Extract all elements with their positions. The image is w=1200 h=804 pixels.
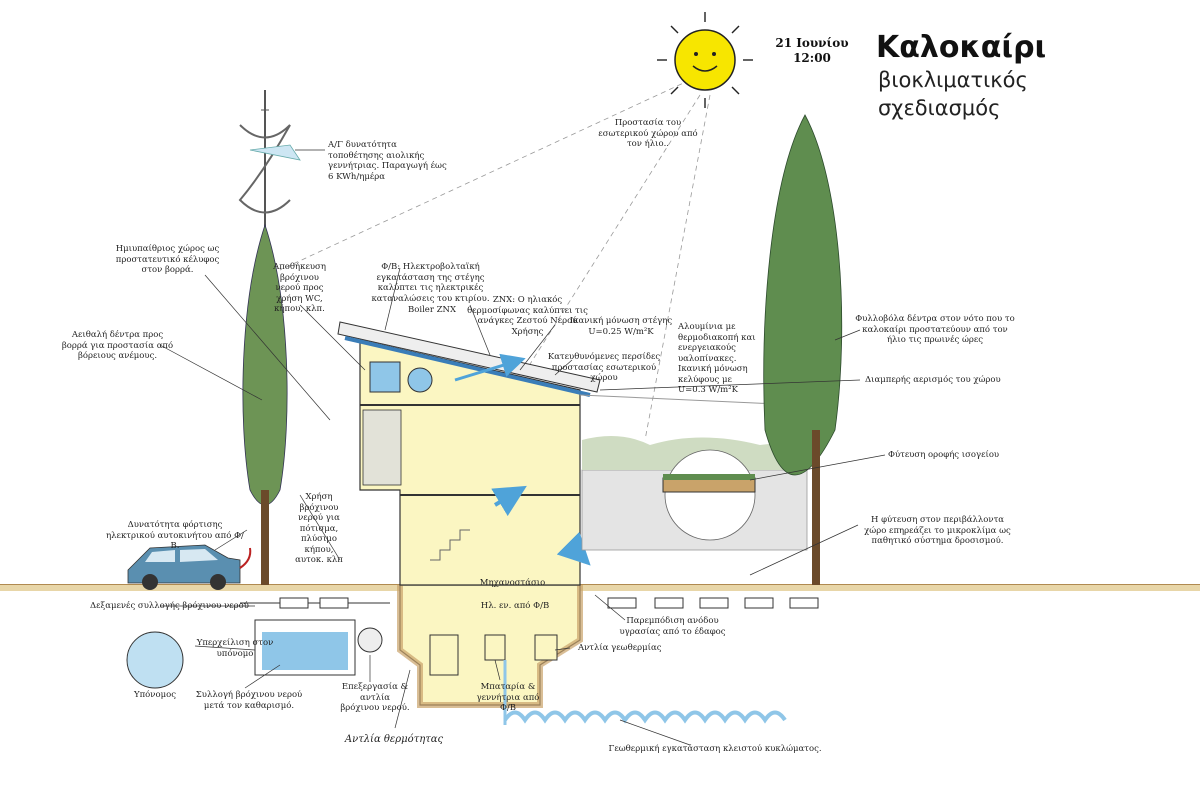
- label-pv-power: Ηλ. εν. από Φ/Β: [480, 601, 550, 611]
- label-geothermal: Γεωθερμική εγκατάσταση κλειστού κυκλώματ…: [608, 744, 822, 754]
- sewer-icon: [126, 631, 184, 689]
- label-blinds: Κατευθυνόμενες περσίδες προστασίας εσωτε…: [547, 352, 661, 383]
- green-roof-area: [579, 394, 808, 551]
- label-rainwater-use: Χρήση βρόχινου νερού για πότισμα, πλύσιμ…: [295, 492, 343, 565]
- leader-lines: [159, 149, 886, 746]
- time-label: 12:00: [793, 51, 831, 65]
- sun-rays: [279, 79, 711, 441]
- label-deciduous-trees: Φυλλοβόλα δέντρα στον νότο που το καλοκα…: [855, 314, 1015, 345]
- page-subtitle: βιοκλιματικός σχεδιασμός: [878, 68, 1028, 120]
- label-pv-system: Φ/Β: Ηλεκτροβολταϊκή εγκατάσταση της στέ…: [371, 262, 490, 304]
- label-rainwater-storage: Αποθήκευση βρόχινου νερού προς χρήση WC,…: [273, 262, 326, 314]
- label-geo-pump: Αντλία γεωθερμίας: [578, 643, 662, 653]
- ground-strip: [0, 585, 1200, 591]
- cypress-tree: [242, 223, 288, 585]
- sun-icon: [657, 12, 753, 108]
- label-aluminium-frames: Αλουμίνια με θερμοδιακοπή και ενεργειακο…: [678, 322, 756, 395]
- poplar-tree: [763, 114, 843, 585]
- pipe-line: [279, 597, 819, 609]
- label-solar-heater: ZNX: Ο ηλιακός θερμοσίφωνας καλύπτει τις…: [467, 295, 588, 337]
- date-time: 21 Ιουνίου 12:00: [770, 36, 854, 66]
- label-ev-charging: Δυνατότητα φόρτισης ηλεκτρικού αυτοκινήτ…: [106, 520, 244, 551]
- rain-tank: [240, 602, 390, 676]
- label-sun-protection: Προστασία του εσωτερικού χώρου από τον ή…: [598, 118, 698, 149]
- label-rain-tank: Δεξαμενές συλλογής βρόχινου νερού: [90, 601, 249, 611]
- label-rain-collection: Συλλογή βρόχινου νερού μετά τον καθαρισμ…: [195, 690, 303, 711]
- label-moisture-barrier: Παρεμπόδιση ανόδου υγρασίας από το έδαφο…: [619, 616, 726, 637]
- geothermal-loop: [503, 710, 787, 724]
- label-wind-turbine: Α/Γ δυνατότητα τοποθέτησης αιολικής γενν…: [328, 140, 447, 182]
- label-planting: Η φύτευση στον περιβάλλοντα χώρο επηρεάζ…: [864, 515, 1011, 546]
- label-sewer: Υπόνομος: [133, 690, 176, 700]
- label-evergreen-trees: Αειθαλή δέντρα προς βορρά για προστασία …: [61, 330, 174, 361]
- label-green-roof: Φύτευση οροφής ισογείου: [888, 450, 1000, 460]
- label-battery: Μπαταρία & γεννήτρια από Φ/Β: [476, 682, 540, 713]
- label-boiler: Boiler ZNX: [408, 305, 456, 315]
- date-label: 21 Ιουνίου: [775, 36, 849, 50]
- label-roof-insulation: Ικανική μόνωση στέγης U=0.25 W/m²K: [569, 316, 673, 337]
- label-overflow: Υπερχείλιση στον υπόνομο: [196, 638, 274, 659]
- label-rain-processing: Επεξεργασία & αντλία βρόχινου νερού.: [340, 682, 410, 713]
- car-icon: [127, 544, 252, 590]
- label-machine-room: Μηχανοστάσιο: [479, 578, 546, 588]
- label-semi-open-space: Ημιυπαίθριος χώρος ως προστατευτικό κέλυ…: [115, 244, 220, 275]
- page-title: Καλοκαίρι: [876, 30, 1047, 65]
- building: [337, 321, 601, 708]
- label-heat-pump: Αντλία θερμότητας: [344, 734, 444, 745]
- label-cross-ventilation: Διαμπερής αερισμός του χώρου: [865, 375, 1001, 385]
